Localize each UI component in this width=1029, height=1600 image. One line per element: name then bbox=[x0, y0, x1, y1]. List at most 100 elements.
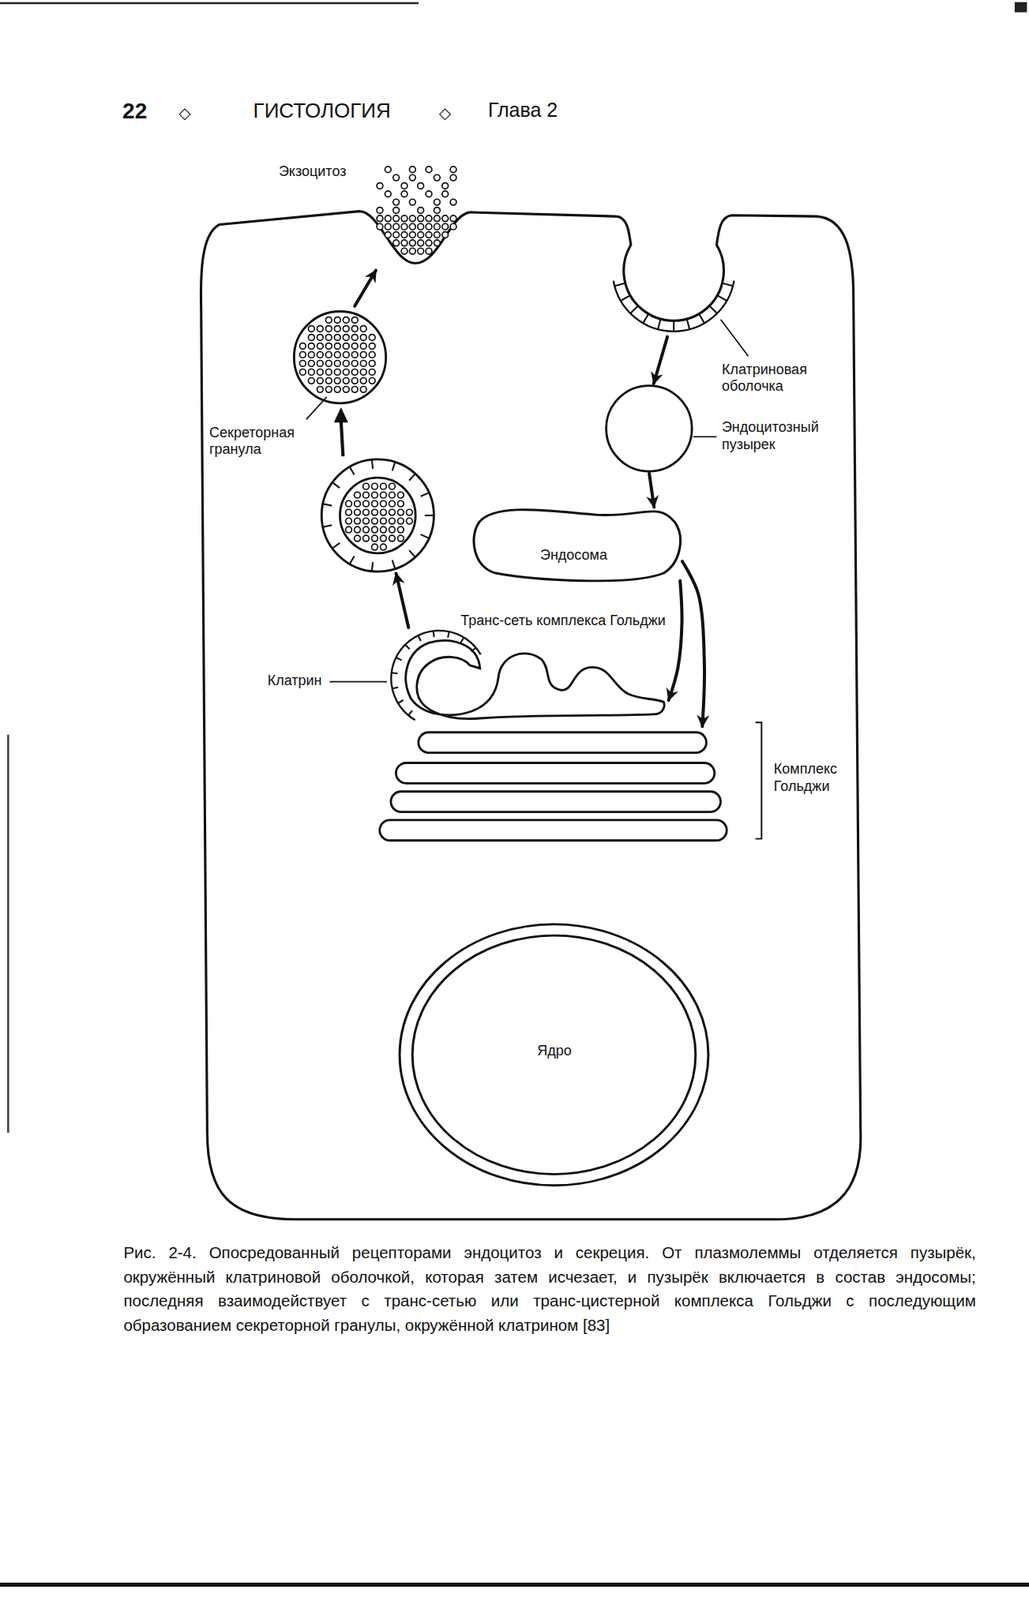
transport-arrow bbox=[653, 337, 668, 384]
granule-content bbox=[354, 518, 361, 525]
secretory-granules: Секреторная гранула bbox=[285, 306, 440, 575]
secreted-content bbox=[450, 174, 457, 181]
vesicle-membrane bbox=[606, 386, 693, 473]
granule-content bbox=[405, 509, 413, 516]
secreted-content bbox=[401, 231, 408, 238]
granule-content bbox=[334, 368, 341, 376]
secreted-content bbox=[433, 240, 440, 247]
clathrin-tick bbox=[470, 648, 476, 653]
secreted-content bbox=[401, 247, 408, 255]
granule-content bbox=[299, 368, 306, 376]
clathrin-tick bbox=[349, 466, 355, 475]
clathrin-coat bbox=[613, 281, 735, 332]
running-header: ◇ bbox=[439, 103, 451, 123]
secreted-content bbox=[442, 215, 449, 222]
node-label: Клатриновая оболочка bbox=[721, 361, 845, 395]
running-header: ГИСТОЛОГИЯ bbox=[253, 98, 391, 124]
granule-content bbox=[307, 368, 315, 376]
granule-content bbox=[345, 518, 353, 525]
clathrin-tick bbox=[717, 296, 727, 301]
granule-content bbox=[354, 535, 361, 542]
granule-content bbox=[342, 368, 350, 376]
clathrin-tick bbox=[392, 559, 396, 569]
granule-content bbox=[363, 518, 370, 525]
coated-pit: Клатриновая оболочка bbox=[610, 217, 737, 337]
clathrin-tick bbox=[620, 296, 630, 301]
granule-content bbox=[325, 334, 332, 341]
granule-content bbox=[342, 325, 350, 332]
clathrin-tick bbox=[405, 645, 410, 650]
granule-content bbox=[388, 526, 395, 534]
secreted-content bbox=[417, 206, 425, 214]
secreted-content bbox=[401, 182, 408, 189]
granule-content bbox=[334, 334, 341, 341]
clathrin-tick bbox=[349, 555, 355, 564]
scan-rule bbox=[0, 1583, 1029, 1588]
secreted-content bbox=[393, 199, 400, 206]
secreted-content bbox=[409, 174, 416, 181]
clathrin-tick bbox=[460, 638, 464, 644]
granule-content bbox=[380, 518, 387, 525]
granule-content bbox=[363, 500, 370, 507]
node-label: Эндосома bbox=[465, 547, 683, 564]
node-label: Комплекс Гольджи bbox=[773, 761, 866, 795]
secreted-content bbox=[417, 223, 425, 230]
granule-content bbox=[371, 518, 379, 525]
clathrin-tick bbox=[420, 492, 430, 497]
granule-content bbox=[354, 526, 361, 534]
granule-membrane bbox=[293, 311, 386, 403]
granule-content bbox=[325, 316, 332, 323]
secreted-content bbox=[409, 247, 416, 255]
clathrin-tick bbox=[642, 315, 648, 324]
granule-content bbox=[360, 351, 367, 358]
granule-content bbox=[316, 368, 323, 376]
clathrin-tick bbox=[391, 687, 399, 690]
granule-content bbox=[342, 377, 350, 384]
granule-content bbox=[363, 526, 370, 534]
leader-line bbox=[721, 319, 749, 357]
node-label: Транс-сеть комплекса Гольджи bbox=[439, 612, 666, 630]
running-header: ◇ bbox=[178, 103, 191, 123]
secreted-content bbox=[442, 182, 449, 189]
clathrin-coat bbox=[390, 630, 481, 721]
secretory-granules-shape bbox=[285, 306, 440, 575]
granule-content bbox=[380, 500, 387, 507]
clathrin-tick bbox=[614, 283, 624, 286]
granule-content bbox=[405, 518, 413, 525]
secreted-content bbox=[450, 199, 457, 206]
granule-content bbox=[380, 491, 387, 499]
granule-content bbox=[354, 491, 361, 499]
clathrin-tick bbox=[672, 321, 675, 332]
granule-content bbox=[380, 526, 387, 534]
granule-content bbox=[342, 360, 350, 367]
granule-content bbox=[325, 386, 332, 393]
granule-content bbox=[351, 316, 358, 323]
leader-line bbox=[693, 435, 718, 438]
clathrin-tick bbox=[630, 306, 638, 314]
granule-content bbox=[397, 500, 404, 507]
golgi-cisterna bbox=[396, 763, 715, 785]
secreted-content bbox=[384, 231, 391, 238]
granule-content bbox=[388, 518, 395, 525]
figure-caption: Рис. 2-4. Опосредованный рецепторами энд… bbox=[123, 1241, 976, 1339]
clathrin-tick bbox=[417, 635, 421, 642]
clathrin-tick bbox=[371, 459, 373, 470]
clathrin-tick bbox=[322, 525, 332, 527]
golgi-cisterna bbox=[418, 732, 707, 754]
granule-content bbox=[368, 368, 376, 376]
granule-content bbox=[299, 342, 306, 350]
clathrin-tick bbox=[395, 657, 402, 661]
secreted-content bbox=[409, 240, 416, 247]
secreted-content bbox=[450, 166, 457, 173]
secreted-content bbox=[425, 231, 432, 238]
granule-membrane bbox=[339, 477, 416, 554]
secreted-content bbox=[417, 215, 425, 222]
granule-content bbox=[345, 500, 353, 507]
secreted-content bbox=[450, 223, 457, 230]
granule-content bbox=[380, 544, 387, 551]
secreted-content bbox=[376, 215, 384, 222]
granule-content bbox=[316, 351, 323, 358]
secreted-content bbox=[393, 215, 400, 222]
transport-arrow bbox=[668, 581, 683, 701]
golgi-cisterna bbox=[379, 820, 727, 842]
